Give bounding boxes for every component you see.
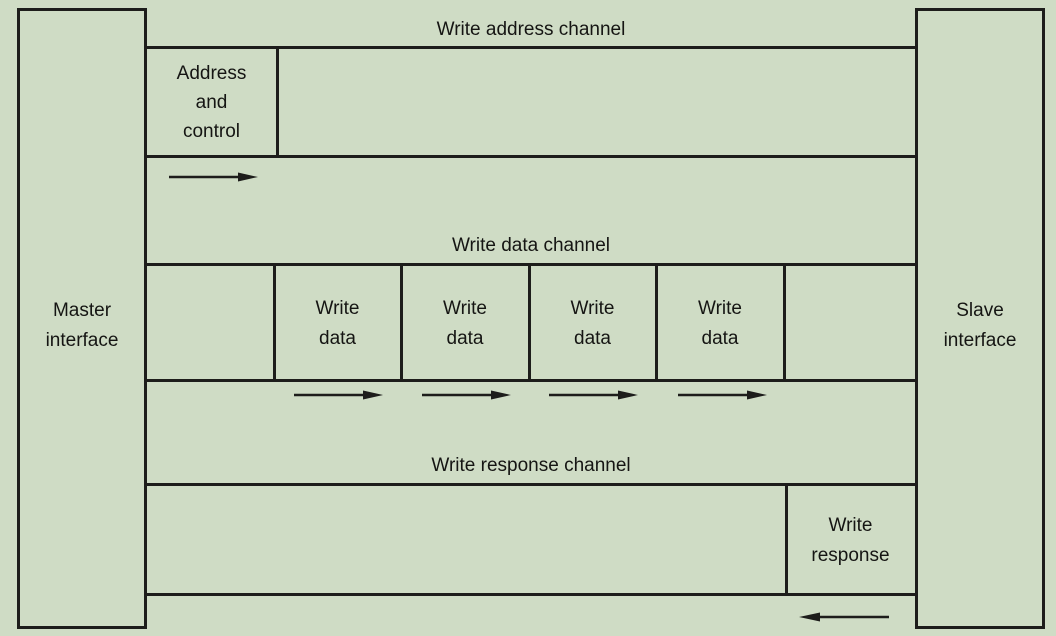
write-address-channel-top-line [146, 46, 916, 49]
address-control-label-line3: control [182, 121, 241, 142]
slave-interface-box: Slave interface [915, 8, 1045, 629]
write-data-label-3-line2: data [574, 328, 611, 349]
write-response-left-arrow-icon [799, 611, 890, 623]
write-data-right-arrow-icon-2 [421, 389, 511, 401]
write-response-channel-title: Write response channel [431, 455, 631, 476]
write-response-box-left-edge [785, 483, 788, 596]
write-data-channel-top-line [146, 263, 916, 266]
write-data-right-arrow-icon-4 [677, 389, 767, 401]
write-data-label-2-line1: Write [443, 298, 487, 319]
address-control-label-line1: Address [176, 63, 247, 84]
address-right-arrow-icon [168, 171, 258, 183]
master-interface-label: Master interface [20, 296, 144, 356]
address-control-label: Address and control [146, 59, 277, 146]
write-data-right-arrow-icon-3 [548, 389, 638, 401]
write-data-divider-4 [655, 263, 658, 382]
write-data-label-2-line2: data [446, 328, 484, 349]
write-response-channel-top-line [146, 483, 916, 486]
slave-interface-label-line1: Slave [956, 300, 1004, 321]
master-interface-box: Master interface [17, 8, 147, 629]
write-data-right-arrow-icon-1 [293, 389, 383, 401]
master-interface-label-line2: interface [45, 330, 119, 351]
write-data-label-3: Write data [529, 294, 656, 354]
write-data-divider-5 [783, 263, 786, 382]
address-control-label-line2: and [195, 92, 228, 113]
write-data-divider-2 [400, 263, 403, 382]
write-data-label-4: Write data [656, 294, 784, 354]
write-data-label-4-line2: data [701, 328, 739, 349]
write-data-label-3-line1: Write [570, 298, 615, 319]
write-address-channel-bottom-line [146, 155, 916, 158]
write-response-label: Write response [786, 511, 915, 571]
write-data-divider-1 [273, 263, 276, 382]
write-response-channel-bottom-line [146, 593, 916, 596]
master-interface-label-line1: Master [52, 300, 112, 321]
write-data-label-4-line1: Write [698, 298, 742, 319]
write-address-channel-title: Write address channel [436, 19, 626, 40]
slave-interface-label: Slave interface [918, 296, 1042, 356]
write-data-channel-bottom-line [146, 379, 916, 382]
write-data-channel-title: Write data channel [451, 235, 611, 256]
write-data-label-1-line2: data [319, 328, 356, 349]
write-response-label-line1: Write [828, 515, 873, 536]
write-data-label-2: Write data [401, 294, 529, 354]
write-response-label-line2: response [811, 545, 890, 566]
write-data-label-1: Write data [274, 294, 401, 354]
slave-interface-label-line2: interface [943, 330, 1017, 351]
write-data-label-1-line1: Write [315, 298, 360, 319]
address-control-box-right-edge [276, 46, 279, 158]
write-data-divider-3 [528, 263, 531, 382]
